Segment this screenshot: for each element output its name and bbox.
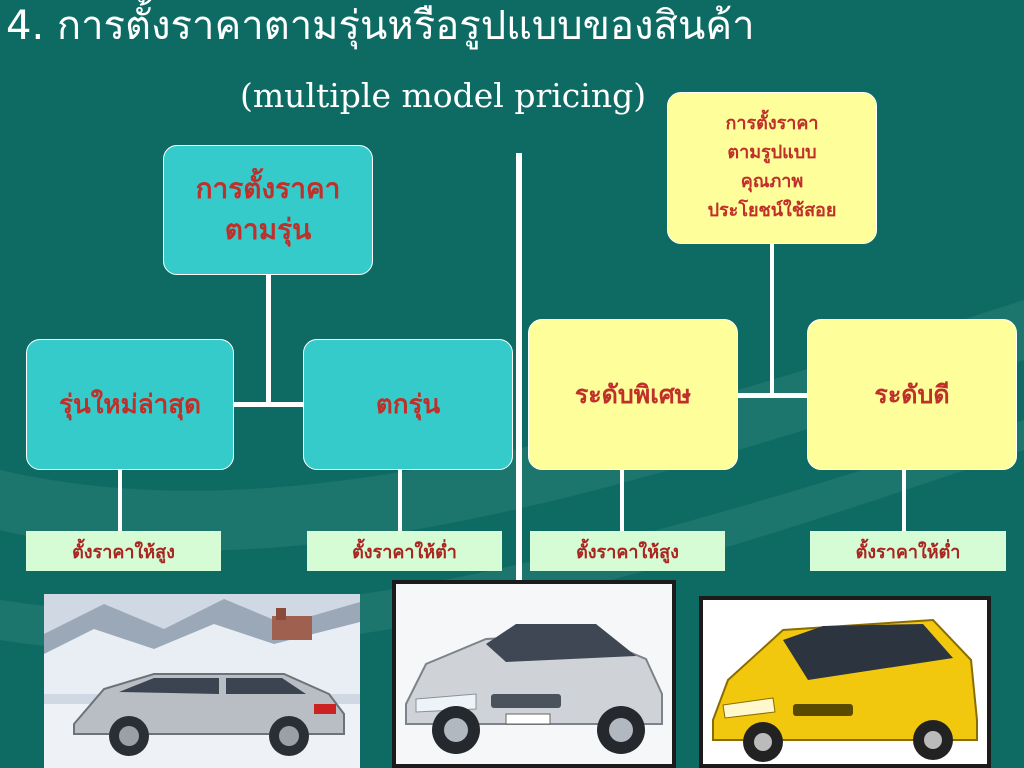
left-child-right-label: ตกรุ่น [375, 390, 441, 420]
right-child-right-label: ระดับดี [874, 379, 950, 409]
left-root-connector [266, 274, 271, 404]
left-child-left-label: รุ่นใหม่ล่าสุด [59, 390, 201, 420]
right-root-line3: คุณภาพ [740, 171, 804, 192]
silver-wagon-car-icon [44, 594, 360, 768]
right-branch-connector [737, 393, 809, 398]
slide-title: 4. การตั้งราคาตามรุ่นหรือรูปแบบของสินค้า [6, 3, 755, 49]
right-child-left-box: ระดับพิเศษ [528, 319, 738, 470]
right-root-box: การตั้งราคา ตามรูปแบบ คุณภาพ ประโยชน์ใช้… [667, 92, 877, 244]
left-root-line2: ตามรุ่น [224, 213, 312, 246]
yellow-hatchback-car-icon [699, 596, 991, 768]
right-child-left-connector [620, 469, 624, 531]
right-root-line4: ประโยชน์ใช้สอย [707, 199, 837, 221]
right-child-right-connector [902, 469, 906, 531]
right-label-high: ตั้งราคาให้สูง [530, 531, 725, 571]
right-root-line2: ตามรูปแบบ [727, 142, 817, 164]
left-child-left-connector [118, 469, 122, 531]
left-child-left-box: รุ่นใหม่ล่าสุด [26, 339, 234, 470]
left-root-line1: การตั้งราคา [195, 172, 341, 206]
slide-subtitle: (multiple model pricing) [240, 76, 647, 115]
right-root-connector [770, 243, 774, 396]
left-child-right-box: ตกรุ่น [303, 339, 513, 470]
center-divider [516, 153, 522, 581]
left-branch-connector [234, 402, 304, 407]
silver-sedan-car-icon [392, 580, 676, 768]
right-label-low: ตั้งราคาให้ต่ำ [810, 531, 1006, 571]
right-child-right-box: ระดับดี [807, 319, 1017, 470]
right-root-line1: การตั้งราคา [725, 113, 819, 135]
left-root-box: การตั้งราคา ตามรุ่น [163, 145, 373, 275]
left-label-low: ตั้งราคาให้ต่ำ [307, 531, 502, 571]
left-child-right-connector [398, 469, 402, 531]
right-child-left-label: ระดับพิเศษ [574, 379, 692, 409]
left-label-high: ตั้งราคาให้สูง [26, 531, 221, 571]
